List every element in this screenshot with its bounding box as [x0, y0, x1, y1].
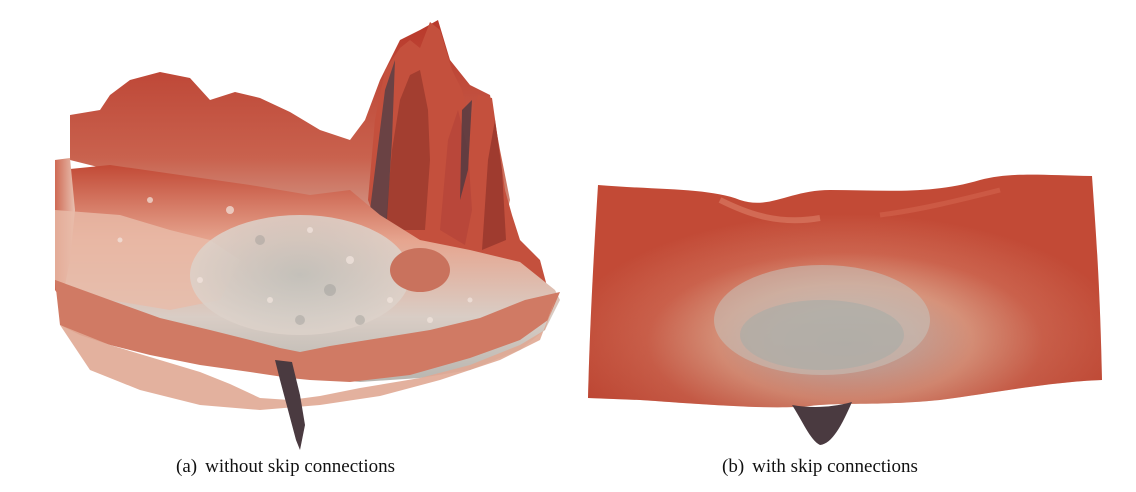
loss-surface-chaotic — [55, 20, 560, 450]
caption-b-tag: (b) — [722, 456, 745, 477]
caption-b-text: with skip connections — [752, 456, 918, 477]
caption-a: (a) without skip connections — [176, 456, 395, 478]
loss-surface-smooth — [588, 174, 1102, 445]
loss-surface-panel-b: (b) with skip connections — [580, 0, 1136, 492]
caption-a-text: without skip connections — [205, 456, 396, 477]
loss-surface-panel-a: (a) without skip connections — [55, 20, 560, 478]
caption-a-tag: (a) — [176, 456, 198, 477]
caption-b: (b) with skip connections — [722, 456, 918, 478]
